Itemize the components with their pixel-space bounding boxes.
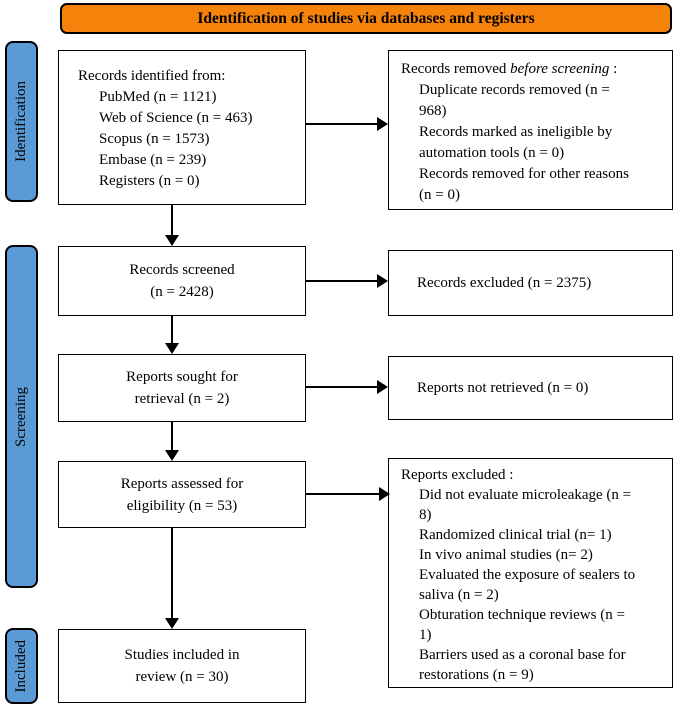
box-reports-assessed-line1: Reports assessed for	[120, 475, 244, 492]
list-item: Did not evaluate microleakage (n = 8)	[419, 487, 632, 523]
box-reports-excluded: Reports excluded : Did not evaluate micr…	[388, 458, 673, 688]
arrow-identified-to-screened-line	[171, 205, 173, 236]
phase-label-identification-text: Identification	[13, 81, 29, 162]
arrow-assessed-to-reports-excluded-head	[379, 487, 390, 501]
box-records-excluded-label: Records excluded (n = 2375)	[417, 274, 592, 291]
arrow-screened-to-excluded-line	[306, 280, 377, 282]
phase-label-screening-text: Screening	[13, 386, 29, 447]
list-item: Web of Science (n = 463)	[99, 110, 253, 126]
arrow-sought-to-assessed-line	[171, 422, 173, 451]
arrow-assessed-to-reports-excluded-line	[306, 493, 379, 495]
phase-label-included-text: Included	[13, 639, 29, 693]
list-item: In vivo animal studies (n= 2)	[419, 547, 593, 563]
box-studies-included-line1: Studies included in	[124, 647, 240, 663]
list-item: Registers (n = 0)	[99, 173, 200, 189]
title-suffix: :	[609, 61, 618, 77]
phase-label-included: Included	[5, 628, 38, 704]
arrow-identified-to-removed-head	[377, 117, 388, 131]
arrow-screened-to-sought-line	[171, 316, 173, 344]
box-records-identified: Records identified from: PubMed (n = 112…	[58, 50, 306, 205]
list-item: Obturation technique reviews (n = 1)	[419, 607, 625, 643]
list-item: Randomized clinical trial (n= 1)	[419, 527, 612, 543]
arrow-screened-to-excluded-head	[377, 274, 388, 288]
box-reports-sought: Reports sought for retrieval (n = 2)	[58, 354, 306, 422]
box-records-screened-line2: (n = 2428)	[150, 284, 214, 300]
list-item: Duplicate records removed (n = 968)	[419, 82, 610, 119]
arrow-assessed-to-included-line	[171, 528, 173, 619]
arrow-sought-to-not-retrieved-line	[306, 386, 377, 388]
list-item: Barriers used as a coronal base for rest…	[419, 647, 626, 683]
box-records-screened: Records screened (n = 2428)	[58, 246, 306, 316]
box-reports-assessed: Reports assessed for eligibility (n = 53…	[58, 461, 306, 528]
box-reports-assessed-line2: eligibility (n = 53)	[126, 497, 238, 514]
phase-label-screening: Screening	[5, 245, 38, 588]
list-item: Embase (n = 239)	[99, 152, 207, 168]
arrow-sought-to-assessed-head	[165, 450, 179, 461]
arrow-screened-to-sought-head	[165, 343, 179, 354]
list-item: Evaluated the exposure of sealers to sal…	[419, 567, 636, 603]
arrow-identified-to-screened-head	[165, 235, 179, 246]
arrow-identified-to-removed-line	[306, 123, 377, 125]
list-item: Records marked as ineligible by automati…	[419, 124, 613, 161]
diagram-header-banner: Identification of studies via databases …	[60, 3, 672, 34]
box-reports-sought-line1: Reports sought for	[126, 369, 238, 385]
box-reports-not-retrieved-label: Reports not retrieved (n = 0)	[417, 379, 589, 396]
box-reports-not-retrieved: Reports not retrieved (n = 0)	[388, 356, 673, 420]
box-records-identified-title: Records identified from:	[78, 68, 226, 84]
box-reports-sought-line2: retrieval (n = 2)	[134, 391, 230, 407]
box-records-removed-title: Records removed before screening :	[401, 59, 636, 80]
box-records-screened-line1: Records screened	[129, 262, 235, 278]
title-italic: before screening	[510, 61, 610, 77]
header-label: Identification of studies via databases …	[197, 9, 535, 27]
title-prefix: Records removed	[401, 61, 511, 77]
box-reports-excluded-title: Reports excluded :	[401, 467, 514, 483]
box-studies-included: Studies included in review (n = 30)	[58, 629, 306, 703]
phase-label-identification: Identification	[5, 41, 38, 202]
box-records-excluded: Records excluded (n = 2375)	[388, 250, 673, 316]
box-records-removed: Records removed before screening : Dupli…	[388, 50, 673, 210]
box-studies-included-line2: review (n = 30)	[135, 669, 229, 685]
arrow-assessed-to-included-head	[165, 618, 179, 629]
list-item: Scopus (n = 1573)	[99, 131, 210, 147]
arrow-sought-to-not-retrieved-head	[377, 380, 388, 394]
list-item: PubMed (n = 1121)	[99, 89, 217, 105]
list-item: Records removed for other reasons (n = 0…	[419, 166, 629, 203]
